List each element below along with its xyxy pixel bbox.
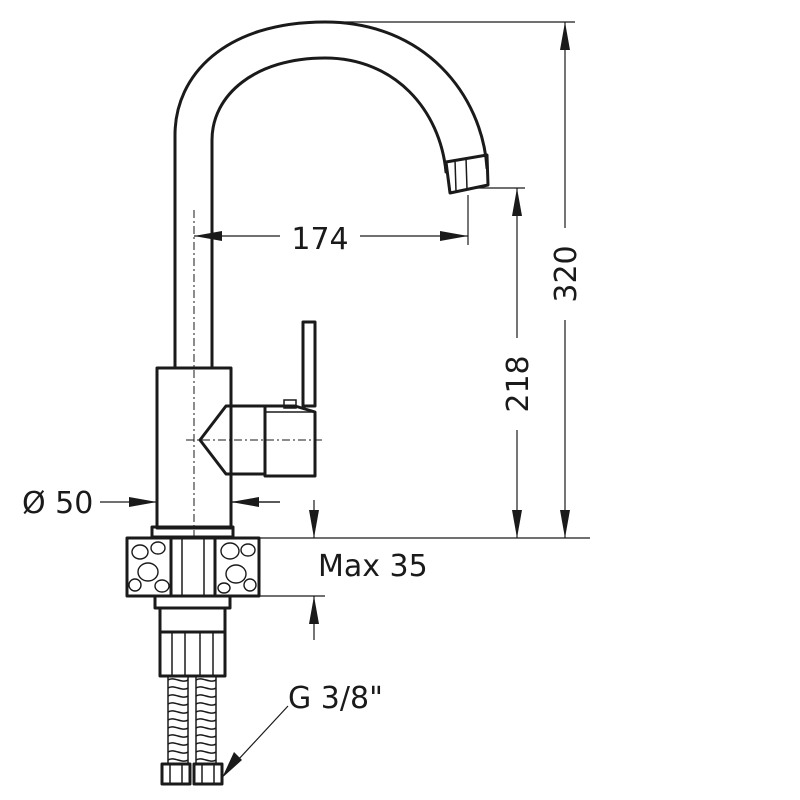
hose-braid-stroke xyxy=(195,694,217,698)
body-diameter-label: Ø 50 xyxy=(22,486,93,521)
dimension-spout-reach: 174 xyxy=(194,222,468,257)
dimension-body-diameter: Ø 50 xyxy=(22,486,280,521)
hose-braid-stroke xyxy=(167,694,189,698)
hose-braid-stroke xyxy=(195,718,217,722)
hose-braid-stroke xyxy=(195,726,217,730)
hose-braid-stroke xyxy=(167,750,189,754)
hose-braid-stroke xyxy=(167,734,189,738)
faucet-lever-handle xyxy=(198,320,317,478)
hose-braid-stroke xyxy=(167,758,189,762)
extension-lines xyxy=(231,21,590,597)
dimension-max-deck-thickness: Max 35 xyxy=(309,500,428,640)
hose-braid-stroke xyxy=(195,686,217,690)
hose-braid-stroke xyxy=(167,686,189,690)
hose-braid-stroke xyxy=(167,702,189,706)
leader-connection-thread: G 3/8" xyxy=(222,681,383,778)
max-deck-thickness-label: Max 35 xyxy=(318,549,428,584)
hose-braid-stroke xyxy=(195,734,217,738)
faucet-body xyxy=(150,366,235,539)
spout-reach-label: 174 xyxy=(291,222,348,257)
dimension-spout-height: 218 xyxy=(501,188,536,538)
supply-hoses xyxy=(160,675,224,786)
spout-height-label: 218 xyxy=(501,355,536,412)
countertop-section xyxy=(125,536,261,598)
hose-braid-stroke xyxy=(167,710,189,714)
hose-braid-stroke xyxy=(195,702,217,706)
connection-thread-label: G 3/8" xyxy=(288,681,383,716)
hose-braid-stroke xyxy=(195,678,217,682)
hose-braid-stroke xyxy=(167,678,189,682)
hose-braid-stroke xyxy=(195,742,217,746)
hose-braid-stroke xyxy=(195,758,217,762)
mounting-shank xyxy=(153,536,232,678)
hose-braid-stroke xyxy=(195,710,217,714)
hose-braid-stroke xyxy=(167,742,189,746)
hose-braid-stroke xyxy=(195,750,217,754)
hose-braid-stroke xyxy=(167,726,189,730)
center-lines xyxy=(186,210,325,540)
faucet-spout xyxy=(173,20,490,370)
total-height-label: 320 xyxy=(549,245,584,302)
dimension-total-height: 320 xyxy=(549,22,584,538)
hose-braid-stroke xyxy=(167,718,189,722)
